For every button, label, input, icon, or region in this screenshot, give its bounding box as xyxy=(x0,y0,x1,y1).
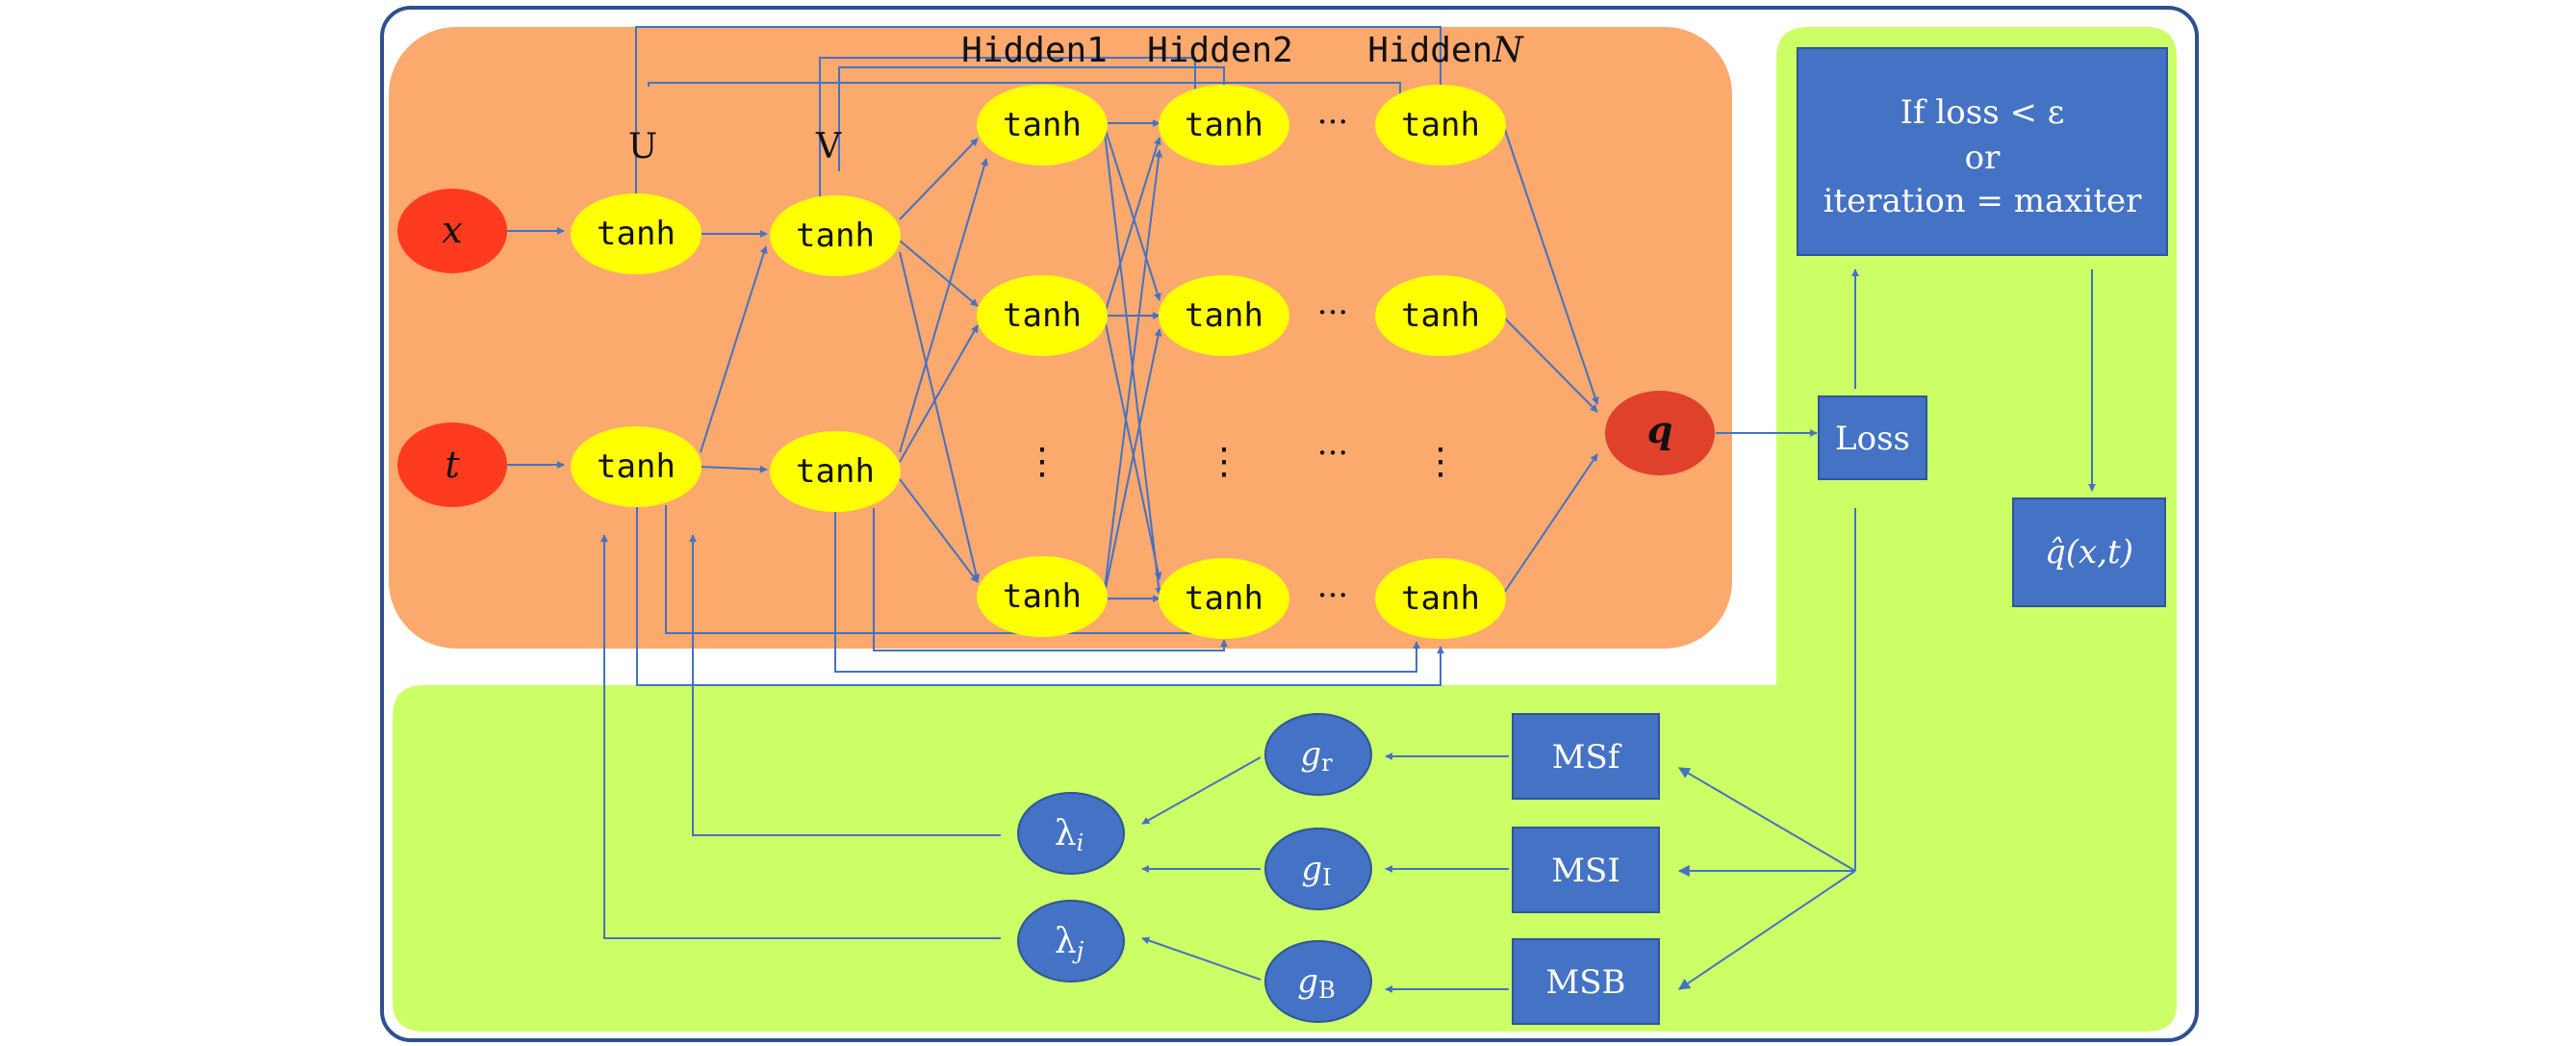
tanh-node xyxy=(770,195,901,276)
g-b-symbol: g xyxy=(1297,962,1318,1001)
g-b-node xyxy=(1264,940,1372,1023)
tanh-label: tanh xyxy=(597,447,676,486)
horizontal-dots-column: ··· ··· ··· ··· xyxy=(1317,103,1348,615)
hiddenn-suffix: N xyxy=(1492,31,1524,70)
lambda-j-label: λj xyxy=(1055,922,1084,964)
g-r-label: gr xyxy=(1300,735,1333,777)
loss-region xyxy=(393,27,2177,1032)
msb-label: MSB xyxy=(1545,963,1625,1002)
lambda-i-label: λi xyxy=(1055,814,1084,856)
input-label-t: t xyxy=(445,444,460,486)
g-r-node xyxy=(1264,713,1372,796)
tanh-label: tanh xyxy=(1185,106,1263,144)
lambda-j-node xyxy=(1017,900,1125,982)
tanh-node xyxy=(1159,85,1289,166)
lambda-i-subscript: i xyxy=(1077,829,1084,856)
g-r-symbol: g xyxy=(1300,735,1321,774)
g-i-subscript: I xyxy=(1322,864,1331,891)
horizontal-dots: ··· xyxy=(1317,103,1348,141)
hidden1-layer: tanh tanh ⋮ tanh xyxy=(977,85,1108,637)
g-i-label: gI xyxy=(1301,850,1331,891)
tanh-node xyxy=(1375,85,1506,166)
g-i-node xyxy=(1264,828,1372,910)
stop-condition-line1: If loss < ε xyxy=(1900,93,2065,132)
horizontal-dots: ··· xyxy=(1317,576,1348,615)
result-label: q̂(x,t) xyxy=(2045,533,2133,572)
msi-box xyxy=(1512,827,1660,913)
tanh-node xyxy=(571,193,701,274)
tanh-node xyxy=(977,275,1108,356)
stop-condition-line2: or xyxy=(1965,139,2001,177)
tanh-label: tanh xyxy=(1003,577,1082,616)
g-b-subscript: B xyxy=(1318,977,1336,1004)
horizontal-dots: ··· xyxy=(1317,293,1348,332)
v-label: V xyxy=(815,127,842,166)
input-label-x: x xyxy=(442,209,462,251)
tanh-label: tanh xyxy=(1185,579,1263,618)
msb-box xyxy=(1512,938,1660,1025)
hiddenn-label: HiddenN xyxy=(1367,31,1524,70)
hiddenn-layer: tanh tanh ⋮ tanh xyxy=(1375,85,1506,639)
tanh-label: tanh xyxy=(1003,296,1082,335)
tanh-node xyxy=(977,556,1108,637)
loss-label: Loss xyxy=(1835,420,1910,458)
g-r-subscript: r xyxy=(1321,750,1333,777)
output-label-q: q xyxy=(1647,408,1673,451)
horizontal-dots: ··· xyxy=(1317,434,1348,472)
g-b-label: gB xyxy=(1297,962,1335,1004)
tanh-node xyxy=(770,431,901,512)
tanh-node xyxy=(1375,558,1506,639)
vertical-dots: ⋮ xyxy=(1206,440,1242,482)
msf-box xyxy=(1512,713,1660,800)
vertical-dots: ⋮ xyxy=(1422,440,1459,482)
msi-label: MSI xyxy=(1551,852,1620,890)
stop-condition-box xyxy=(1797,47,2168,256)
lambda-j-symbol: λ xyxy=(1055,922,1077,961)
u-label: U xyxy=(628,127,657,166)
output-node-q xyxy=(1605,391,1715,475)
g-i-symbol: g xyxy=(1301,850,1322,888)
tanh-label: tanh xyxy=(597,215,676,253)
tanh-node xyxy=(1375,275,1506,356)
input-node-x xyxy=(397,189,507,273)
tanh-node xyxy=(571,426,701,507)
tanh-label: tanh xyxy=(796,217,875,255)
tanh-label: tanh xyxy=(1401,296,1480,335)
loss-box xyxy=(1818,395,1927,480)
tanh-layer-2: tanh tanh xyxy=(770,195,901,512)
stop-condition-line3: iteration = maxiter xyxy=(1824,182,2143,220)
hidden2-layer: tanh tanh ⋮ tanh xyxy=(1159,85,1289,639)
tanh-label: tanh xyxy=(1401,579,1480,618)
input-node-t xyxy=(397,422,507,507)
hidden1-label: Hidden1 xyxy=(961,31,1108,70)
tanh-node xyxy=(1159,558,1289,639)
hidden2-label: Hidden2 xyxy=(1147,31,1293,70)
lambda-i-node xyxy=(1017,792,1125,875)
result-box xyxy=(2012,497,2166,607)
tanh-label: tanh xyxy=(1185,296,1263,335)
msf-label: MSf xyxy=(1552,738,1622,777)
tanh-node xyxy=(1159,275,1289,356)
vertical-dots: ⋮ xyxy=(1024,440,1060,482)
tanh-label: tanh xyxy=(796,452,875,491)
tanh-label: tanh xyxy=(1401,106,1480,144)
hiddenn-prefix: Hidden xyxy=(1367,31,1492,70)
connection-arrows xyxy=(499,26,2096,993)
tanh-layer-1: tanh tanh xyxy=(571,193,701,507)
lambda-i-symbol: λ xyxy=(1055,814,1077,854)
tanh-label: tanh xyxy=(1003,106,1082,144)
tanh-node xyxy=(977,85,1108,166)
